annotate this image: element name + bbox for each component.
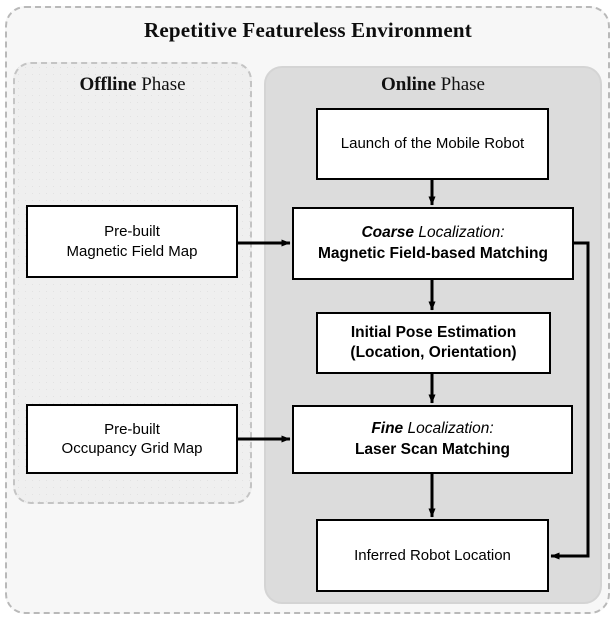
offline-phase-title: Offline Phase xyxy=(13,74,252,96)
offline-phase-title-strong: Offline xyxy=(79,74,137,95)
node-launch-label: Launch of the Mobile Robot xyxy=(340,135,525,153)
offline-phase-title-light: Phase xyxy=(136,74,186,95)
node-fine-body: Laser Scan Matching xyxy=(354,440,511,458)
node-coarse-heading-rest: Localization: xyxy=(414,224,505,242)
node-fine-localization[interactable]: Fine Localization: Laser Scan Matching xyxy=(292,405,573,474)
node-initial-pose-line1: Initial Pose Estimation xyxy=(350,323,517,341)
online-phase-title: Online Phase xyxy=(264,74,602,96)
node-pre-built-occupancy-grid-map[interactable]: Pre-built Occupancy Grid Map xyxy=(26,404,238,474)
online-phase-title-light: Phase xyxy=(435,74,485,95)
node-occupancy-map-line2: Occupancy Grid Map xyxy=(61,440,203,457)
node-coarse-heading: Coarse Localization: xyxy=(318,223,548,243)
page-title: Repetitive Featureless Environment xyxy=(144,18,472,42)
node-magnetic-map-line1: Pre-built xyxy=(104,223,160,240)
node-coarse-body: Magnetic Field-based Matching xyxy=(318,244,548,262)
node-pre-built-magnetic-field-map[interactable]: Pre-built Magnetic Field Map xyxy=(26,205,238,278)
node-coarse-localization[interactable]: Coarse Localization: Magnetic Field-base… xyxy=(292,207,574,280)
node-fine-heading-rest: Localization: xyxy=(403,420,494,438)
node-initial-pose-estimation[interactable]: Initial Pose Estimation (Location, Orien… xyxy=(316,312,551,374)
node-inferred-robot-location[interactable]: Inferred Robot Location xyxy=(316,519,549,592)
node-launch-of-the-mobile-robot[interactable]: Launch of the Mobile Robot xyxy=(316,108,549,180)
node-fine-heading: Fine Localization: xyxy=(355,419,510,439)
online-phase-title-strong: Online xyxy=(381,74,436,95)
node-coarse-heading-emphasis: Coarse xyxy=(361,224,415,242)
node-inferred-label: Inferred Robot Location xyxy=(354,546,511,564)
node-initial-pose-line2: (Location, Orientation) xyxy=(350,344,517,361)
node-magnetic-map-line2: Magnetic Field Map xyxy=(66,242,198,260)
node-fine-heading-emphasis: Fine xyxy=(371,420,404,438)
node-occupancy-map-line1: Pre-built xyxy=(104,420,160,438)
